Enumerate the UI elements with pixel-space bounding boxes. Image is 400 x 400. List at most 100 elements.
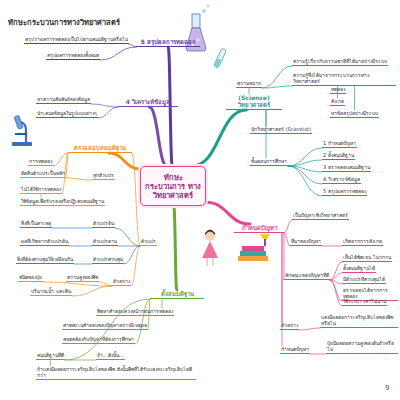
leader-line (354, 86, 355, 110)
branch-leaf-text: สรุปผลการทดลองทั้งหมด (46, 52, 100, 60)
branch-leaf-text: ความสูงของพืช (66, 274, 99, 282)
branch-leaf-text: สรุปว่าผลการทดลองเป็นไปตามสมมติฐานหรือไม… (24, 36, 129, 44)
leader-line (310, 354, 326, 355)
branch-leaf-text: ถ้าแสงมีผลต่อการเจริญเติบโตของพืช ดังนั้… (36, 366, 196, 380)
branch-leaf-text: ทุกตัวแปร (92, 172, 115, 180)
leader-line (284, 220, 292, 233)
microscope-illustration (12, 115, 32, 146)
topic-text: (Science) วิทยาศาสตร์ (226, 94, 282, 108)
leader-line (65, 360, 96, 361)
central-topic-box: ทักษะ กระบวนการ ทางวิทยาศาสตร์ (140, 166, 206, 206)
branch-leaf-text: ปุ๋ยมีผลต่อความสูงของต้นถั่วหรือไม่ (326, 340, 398, 354)
page-number: 9 (384, 384, 390, 393)
branch-leaf-text: ตัวแปรต้น (92, 220, 115, 228)
girl-illustration (202, 230, 218, 267)
branch-topic: 4 วิเคราะห์ข้อมูล (118, 98, 178, 107)
leader-line (124, 246, 140, 264)
branch-leaf-text: คาดคะเนคำตอบของปัญหาอย่างมีเหตุผล (62, 322, 148, 330)
branch-leaf-text: สอดคล้องกับปัญหาที่ต้องการศึกษา (62, 336, 135, 344)
branch-leaf-text: ถ้า...ดังนั้น... (96, 352, 125, 360)
topic-text: ตั้งสมมติฐาน (150, 290, 204, 297)
branch-leaf-text: ตัวอย่าง (280, 322, 299, 330)
branch-leaf-text: ใช้ระยะเวลาไม่นาน (342, 298, 387, 306)
branch-leaf-text: มีตัวแปรที่ควบคุมได้ (342, 276, 386, 284)
leader-line (129, 44, 136, 47)
leader-line (131, 246, 140, 286)
leader-line (330, 280, 342, 301)
branch-leaf-text: ตัดสินตัวแปรเป็นหลัก (20, 170, 66, 178)
branch-leaf-text: สิ่งที่เป็นสาเหตุ (20, 220, 52, 228)
test-tube-illustration (214, 48, 227, 68)
leader-line (322, 246, 342, 247)
branch-topic: 5 สรุปผลการทดลอง (136, 38, 200, 47)
branch-leaf-text: เป็นปัญหาเชิงวิทยาศาสตร์ (292, 212, 349, 220)
leader-line (162, 299, 163, 308)
branch-leaf-text: หาความสัมพันธ์ของข้อมูล (36, 96, 91, 104)
branch-leaf-text: ตั้งสมมติฐานได้ (342, 265, 376, 273)
leader-line (43, 282, 112, 286)
branch-topic: ตรวจสอบสมมติฐาน (68, 144, 132, 153)
leader-line (74, 264, 92, 265)
branch-connector (109, 153, 140, 169)
branch-leaf-text: แสงมีผลต่อการเจริญเติบโตของพืชหรือไม่ (320, 314, 398, 328)
branch-leaf-text: ชนิดของปุ๋ย (18, 274, 43, 282)
leader-line (288, 166, 322, 196)
branch-leaf-text: ไม่ได้ใช้การทดลอง (20, 186, 62, 194)
leader-line (66, 178, 92, 180)
branch-connector (192, 110, 246, 166)
leader-line (98, 107, 118, 118)
branch-leaf-text: กำหนดปัญหา (280, 346, 310, 354)
leader-line (100, 47, 136, 60)
leader-line (118, 246, 140, 247)
leader-line (148, 299, 150, 330)
leader-line (299, 328, 320, 330)
branch-leaf-text: เกิดจากการสังเกต (342, 238, 383, 246)
page-title: ทักษะกระบวนการทางวิทยาศาสตร์ (8, 16, 120, 28)
leader-line (52, 228, 92, 229)
topic-text: 4 วิเคราะห์ข้อมูล (118, 98, 178, 105)
branch-leaf-text: 4 วิเคราะห์ข้อมูล (322, 176, 361, 184)
branch-leaf-text: 1 กำหนดปัญหา (322, 140, 357, 148)
branch-leaf-text: สังเกต (330, 98, 345, 106)
leader-line (69, 246, 92, 247)
branch-connector (206, 202, 250, 224)
branch-leaf-text: ตัวแปรตาม (92, 238, 118, 246)
branch-leaf-text: คิดหาคำตอบล่วงหน้าก่อนการทดลอง (96, 308, 174, 316)
branch-leaf-text: หาข้อสรุปอย่างมีระบบ (330, 110, 379, 118)
branch-leaf-text: ทดลอง (330, 86, 346, 94)
leader-line (288, 148, 322, 166)
branch-leaf-text: 2 ตั้งสมมติฐาน (322, 152, 355, 160)
branch-leaf-text: ความรู้เกี่ยวกับธรรมชาติที่ได้มาอย่างมีร… (292, 58, 388, 66)
leader-line (288, 160, 322, 166)
branch-leaf-text: ลักษณะของปัญหาที่ดี (284, 272, 330, 280)
leader-line (72, 286, 112, 296)
topic-text: 5 สรุปผลการทดลอง (136, 38, 200, 45)
branch-leaf-text: สมมติฐานที่ดี (36, 352, 65, 360)
leader-line (330, 280, 342, 306)
branch-topic: (Science) วิทยาศาสตร์ (226, 94, 282, 110)
branch-leaf-text: การทดลอง (28, 158, 53, 166)
branch-leaf-text: 3 ตรวจสอบสมมติฐาน (322, 164, 371, 172)
branch-leaf-text: ความรู้ซึ่งได้มาจากกระบวนการทางวิทยาศาสต… (292, 72, 396, 86)
branch-connector (174, 206, 177, 290)
branch-leaf-text: ตัวอย่าง (112, 278, 131, 286)
branch-leaf-text: ผลที่เกิดจากตัวแปรต้น (20, 238, 69, 246)
branch-leaf-text: 5 สรุปผลการทดลอง (322, 188, 367, 196)
branch-leaf-text: นักวิทยาศาสตร์ (Scientist) (250, 126, 312, 134)
branch-leaf-text: ขั้นตอนการศึกษา (250, 158, 288, 166)
topic-text: กำหนดปัญหา (234, 224, 284, 231)
leader-line (262, 66, 292, 88)
branch-connector (149, 107, 167, 166)
leader-line (91, 104, 118, 107)
leader-line (99, 282, 112, 286)
branch-leaf-text: ใช้ข้อมูลเพื่อรับรองหรือปฏิเสธสมมติฐาน (20, 198, 105, 206)
branch-leaf-text: ปริมาณน้ำ แสง ดิน (30, 288, 72, 296)
branch-topic: กำหนดปัญหา (234, 224, 284, 233)
branch-leaf-text: ความหมาย (236, 80, 262, 88)
leader-line (115, 228, 140, 246)
branch-topic: ตั้งสมมติฐาน (150, 290, 204, 299)
leader-line (266, 110, 267, 158)
branch-leaf-text: ตัวแปรควบคุม (92, 256, 124, 264)
leader-line (66, 153, 68, 178)
